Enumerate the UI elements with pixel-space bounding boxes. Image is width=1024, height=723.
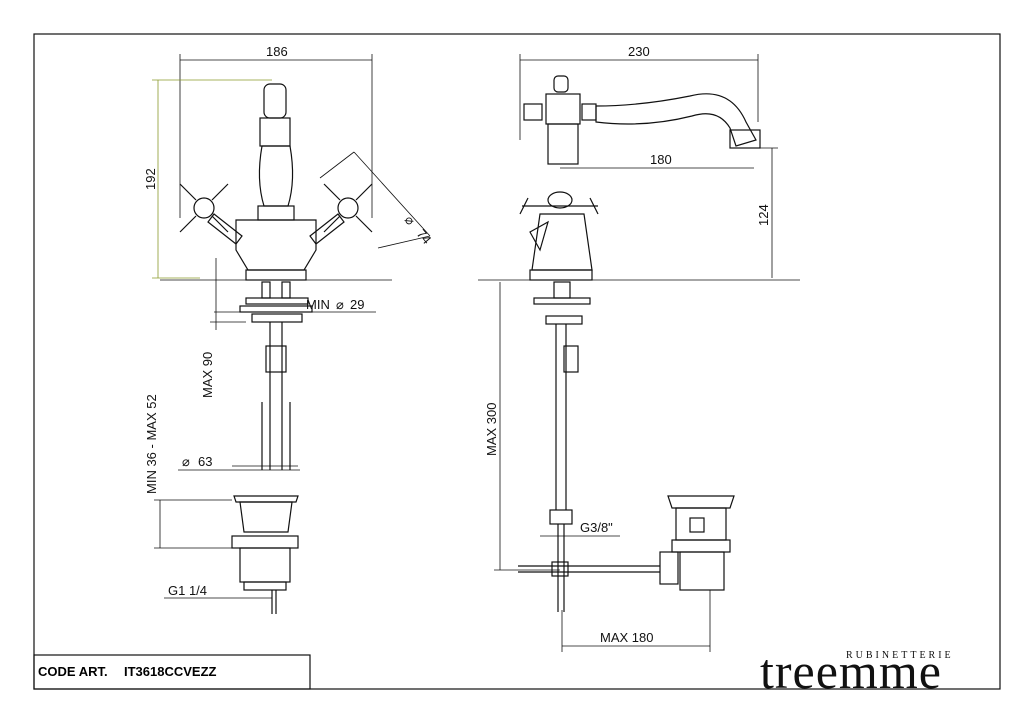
waste-nut	[231, 535, 299, 549]
handle-diameter-label: 74	[414, 226, 435, 247]
code-label: CODE ART.	[38, 664, 108, 679]
brand-subtitle: RUBINETTERIE	[846, 650, 954, 661]
center-column	[258, 145, 294, 207]
waste-thread-body	[239, 547, 291, 583]
dim-handle-diameter	[319, 151, 431, 249]
column-ring	[257, 205, 295, 221]
side-view: 230 180 124	[478, 44, 800, 652]
max-180-label: MAX 180	[600, 630, 653, 645]
dim-max-180	[561, 590, 711, 652]
max-90-label: MAX 90	[200, 352, 215, 398]
left-cross-handle	[179, 183, 243, 245]
dim-overall-width	[519, 54, 759, 140]
waste-diameter-label: 63	[198, 454, 212, 469]
waste-body	[239, 501, 293, 533]
drawing-border	[33, 33, 1001, 690]
side-waste-thread	[679, 551, 725, 591]
spout-aerator	[729, 129, 761, 149]
dim-counter-range	[154, 499, 232, 549]
handle-diameter-symbol: ⌀	[402, 212, 419, 228]
faucet-body	[235, 219, 317, 271]
front-height-label: 192	[143, 168, 158, 190]
waste-diameter-symbol: ⌀	[182, 454, 190, 469]
overall-width-label: 230	[628, 44, 650, 59]
max-300-label: MAX 300	[484, 403, 499, 456]
front-view: 186 192	[143, 44, 434, 614]
counter-range-label: MIN 36 - MAX 52	[144, 394, 159, 494]
brand-logo: RUBINETTERIE treemme	[760, 643, 954, 699]
waste-thread-label: G1 1/4	[168, 583, 207, 598]
min-hole-value: 29	[350, 297, 364, 312]
lock-washer	[245, 297, 309, 305]
side-waste-pivot	[659, 551, 679, 585]
column-collar	[259, 117, 291, 147]
min-hole-diameter-symbol: ⌀	[336, 297, 344, 312]
fixing-plate	[239, 305, 313, 313]
code-value: IT3618CCVEZZ	[124, 664, 217, 679]
faucet-base	[245, 269, 307, 281]
brand-name: treemme	[760, 643, 942, 699]
min-hole-label: MIN	[306, 297, 330, 312]
spout-height-label: 124	[756, 204, 771, 226]
side-base	[529, 269, 593, 281]
dim-width-front	[179, 54, 373, 218]
side-connector	[549, 509, 573, 525]
top-finial	[263, 83, 287, 119]
side-upper-body	[545, 93, 581, 125]
dim-max-90	[210, 258, 246, 330]
flex-hose-fitting	[265, 345, 287, 373]
waste-flange	[233, 495, 299, 503]
side-finial	[553, 75, 569, 93]
spout-reach-label: 180	[650, 152, 672, 167]
fixing-nut	[251, 313, 303, 323]
title-block: CODE ART. IT3618CCVEZZ	[33, 654, 311, 690]
side-body	[531, 213, 593, 271]
dim-max-300	[494, 282, 560, 571]
side-waste-body	[675, 507, 727, 541]
g38-label: G3/8"	[580, 520, 613, 535]
front-width-label: 186	[266, 44, 288, 59]
right-cross-handle	[309, 183, 373, 245]
dim-height-front	[152, 79, 272, 279]
side-column	[547, 123, 579, 165]
side-waste-flange	[667, 495, 735, 509]
pop-up-lever	[529, 220, 549, 252]
side-handle-hub	[547, 191, 573, 209]
spout	[595, 93, 757, 147]
